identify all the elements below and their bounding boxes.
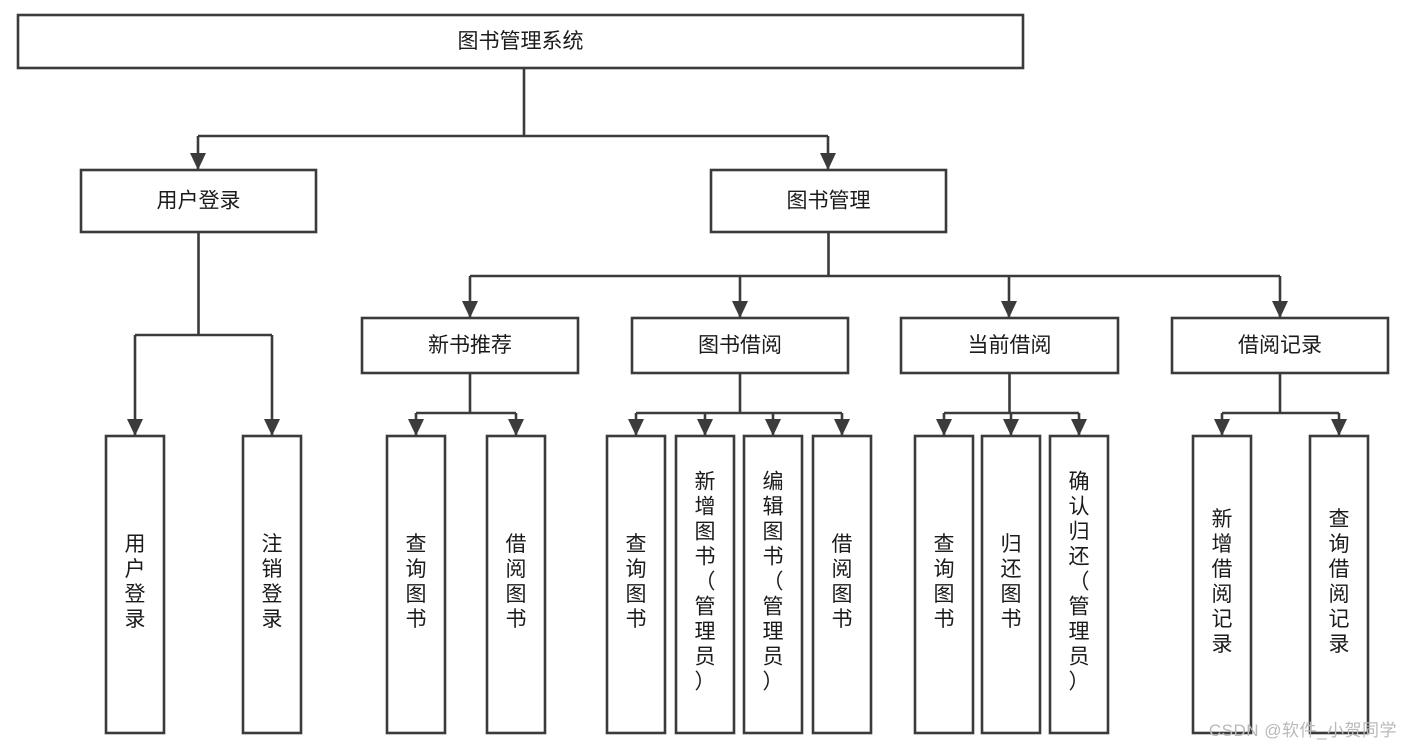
arrow-head-icon [462,301,478,318]
node-leaf-2[interactable]: 查询图书 [385,434,447,735]
node-leaf-3-box[interactable] [485,434,547,735]
node-leaf-1-box[interactable] [241,434,303,735]
arrow-head-icon [264,419,280,436]
nodes-layer: 图书管理系统用户登录图书管理新书推荐图书借阅当前借阅借阅记录用户登录注销登录查询… [16,13,1390,735]
node-leaf-0-box[interactable] [104,434,166,735]
node-leaf-10[interactable]: 确认归还（管理员） [1048,434,1110,735]
node-leaf-8-label: 查询图书 [934,533,955,631]
node-leaf-6[interactable]: 编辑图书（管理员） [742,434,804,735]
node-level1-1-box[interactable] [709,168,948,234]
node-leaf-1-label: 注销登录 [262,533,283,631]
arrow-head-icon [732,301,748,318]
node-leaf-0[interactable]: 用户登录 [104,434,166,735]
arrow-head-icon [127,419,143,436]
node-level1-1-label: 图书管理 [787,190,871,213]
node-leaf-8[interactable]: 查询图书 [913,434,975,735]
node-level2-0[interactable]: 新书推荐 [360,316,580,375]
node-leaf-9-label: 归还图书 [1001,533,1022,631]
edges-layer [127,68,1347,436]
node-level1-0[interactable]: 用户登录 [79,168,318,234]
node-leaf-11-label: 新增借阅记录 [1212,508,1233,656]
node-leaf-10-box[interactable] [1048,434,1110,735]
node-leaf-8-box[interactable] [913,434,975,735]
node-leaf-11-box[interactable] [1191,434,1253,735]
node-level2-2[interactable]: 当前借阅 [899,316,1120,375]
node-level2-0-label: 新书推荐 [428,334,512,357]
node-leaf-7[interactable]: 借阅图书 [811,434,873,735]
arrow-head-icon [1003,419,1019,436]
arrow-head-icon [508,419,524,436]
node-leaf-5-label: 新增图书（管理员） [695,471,716,694]
node-leaf-12-label: 查询借阅记录 [1329,508,1350,656]
csdn-watermark: CSDN @软件_小贺同学 [1208,721,1397,740]
node-leaf-11[interactable]: 新增借阅记录 [1191,434,1253,735]
node-leaf-7-label: 借阅图书 [832,533,853,631]
arrow-head-icon [697,419,713,436]
node-leaf-7-box[interactable] [811,434,873,735]
node-level2-3-box[interactable] [1170,316,1390,375]
node-level2-3[interactable]: 借阅记录 [1170,316,1390,375]
node-leaf-2-box[interactable] [385,434,447,735]
arrow-head-icon [190,153,206,170]
node-leaf-3-label: 借阅图书 [506,533,527,631]
arrow-head-icon [628,419,644,436]
node-leaf-10-label: 确认归还（管理员） [1069,471,1090,694]
node-leaf-4-box[interactable] [605,434,667,735]
node-root-图书管理系统[interactable]: 图书管理系统 [16,13,1025,70]
node-leaf-9[interactable]: 归还图书 [980,434,1042,735]
node-leaf-6-label: 编辑图书（管理员） [763,471,784,694]
arrow-head-icon [1214,419,1230,436]
node-leaf-1[interactable]: 注销登录 [241,434,303,735]
arrow-head-icon [936,419,952,436]
node-level2-3-label: 借阅记录 [1238,334,1322,357]
node-leaf-4[interactable]: 查询图书 [605,434,667,735]
node-root-图书管理系统-box[interactable] [16,13,1025,70]
node-leaf-4-label: 查询图书 [626,533,647,631]
node-leaf-5[interactable]: 新增图书（管理员） [674,434,736,735]
node-level2-1-label: 图书借阅 [698,334,782,357]
node-leaf-9-box[interactable] [980,434,1042,735]
node-level2-2-box[interactable] [899,316,1120,375]
arrow-head-icon [834,419,850,436]
node-leaf-3[interactable]: 借阅图书 [485,434,547,735]
arrow-head-icon [1331,419,1347,436]
node-level1-0-box[interactable] [79,168,318,234]
node-root-图书管理系统-label: 图书管理系统 [458,30,584,53]
node-leaf-2-label: 查询图书 [406,533,427,631]
node-leaf-5-box[interactable] [674,434,736,735]
node-leaf-6-box[interactable] [742,434,804,735]
arrow-head-icon [820,153,836,170]
node-level1-0-label: 用户登录 [157,190,241,213]
arrow-head-icon [408,419,424,436]
node-leaf-12-box[interactable] [1308,434,1370,735]
arrow-head-icon [765,419,781,436]
arrow-head-icon [1071,419,1087,436]
node-leaf-12[interactable]: 查询借阅记录 [1308,434,1370,735]
node-level2-2-label: 当前借阅 [968,334,1052,357]
node-level2-0-box[interactable] [360,316,580,375]
arrow-head-icon [1272,301,1288,318]
arrow-head-icon [1001,301,1017,318]
node-level1-1[interactable]: 图书管理 [709,168,948,234]
node-level2-1[interactable]: 图书借阅 [630,316,850,375]
node-level2-1-box[interactable] [630,316,850,375]
node-leaf-0-label: 用户登录 [125,533,146,631]
